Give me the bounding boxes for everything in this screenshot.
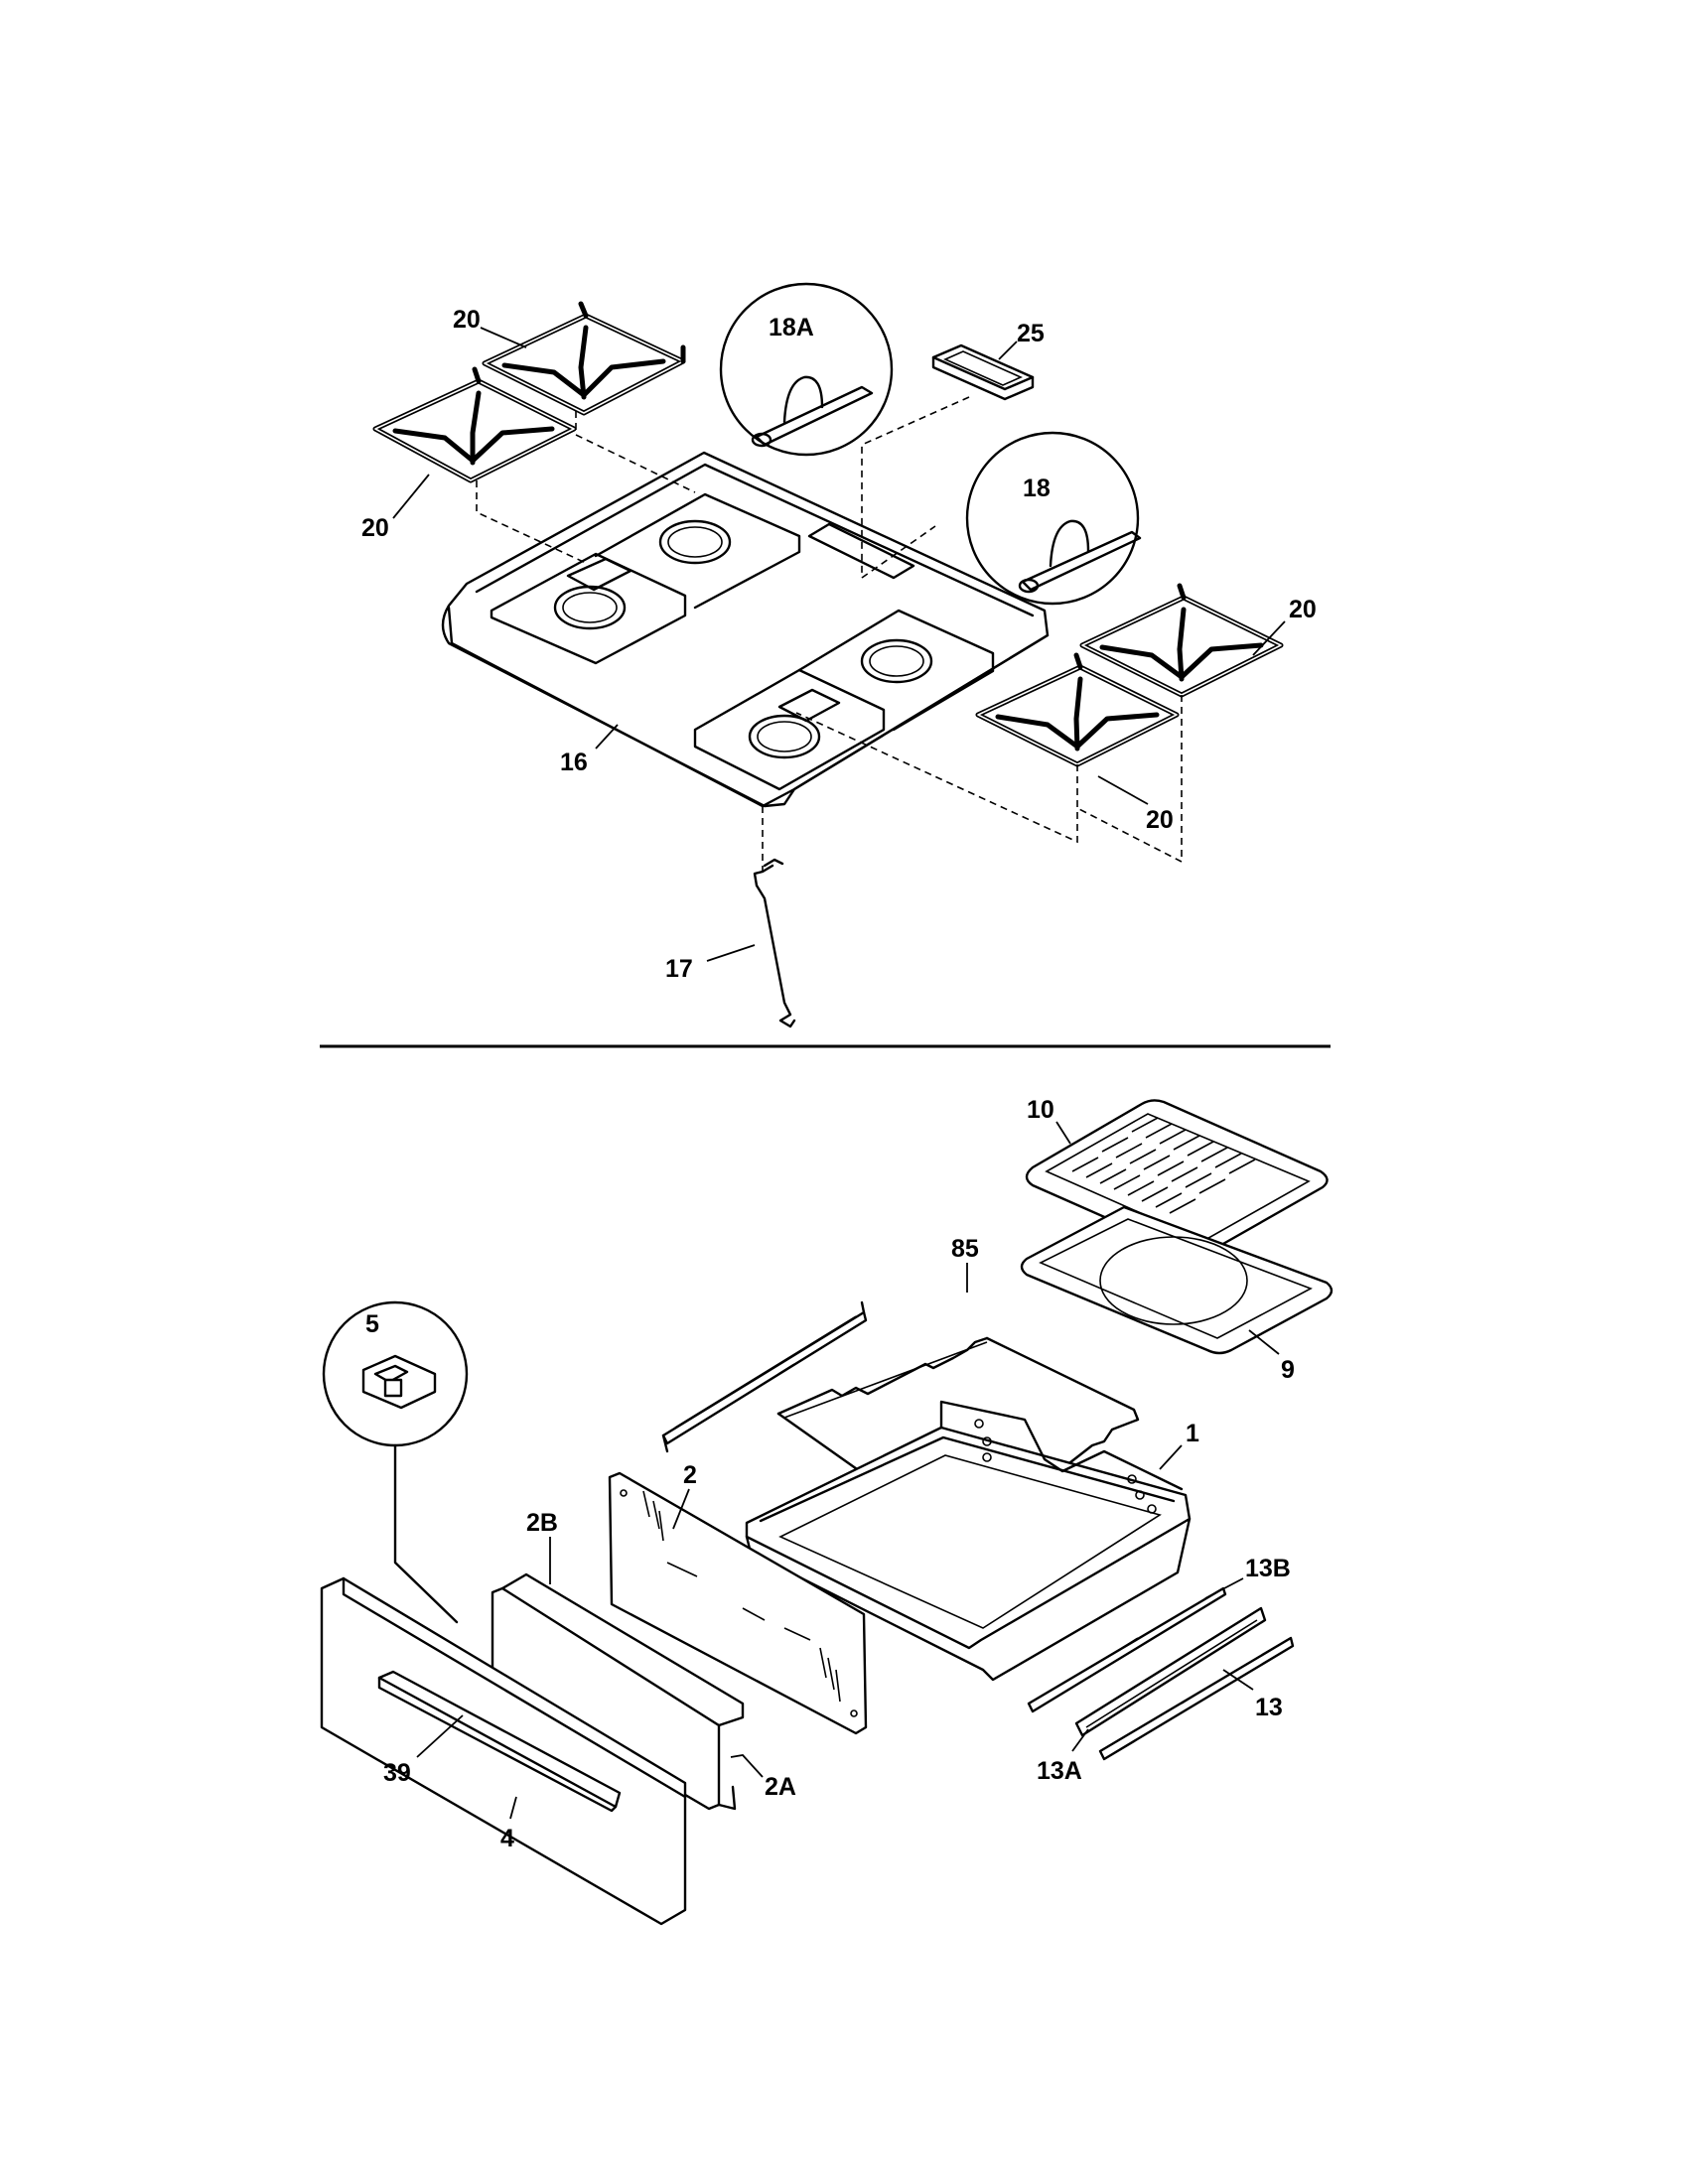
callouts-lower: 10 9 85 1 2 2B 2A 5 4 39 13B 13A 13 xyxy=(365,1096,1295,1852)
callout-85: 85 xyxy=(951,1235,979,1263)
callout-20-b: 20 xyxy=(361,514,389,542)
callout-20-a: 20 xyxy=(453,306,481,334)
broiler-pan-9 xyxy=(1020,1205,1333,1355)
detail-circle-18 xyxy=(965,431,1142,606)
drawer-slide-13b xyxy=(1027,1586,1227,1713)
drawer-front-4 xyxy=(320,1576,687,1926)
drawer-slide-upper-left xyxy=(661,1300,868,1453)
callout-20-d: 20 xyxy=(1146,806,1174,834)
callout-39: 39 xyxy=(383,1759,411,1787)
cooktop-top xyxy=(441,451,1050,808)
drawer-back-panel-2 xyxy=(608,1471,868,1735)
drawer-slide-13a xyxy=(1074,1606,1267,1737)
callout-13b: 13B xyxy=(1245,1555,1291,1582)
callout-13a: 13A xyxy=(1037,1757,1082,1785)
drawer-panel-2b xyxy=(491,1572,745,1811)
grate-right-front xyxy=(975,652,1180,767)
callout-25: 25 xyxy=(1017,320,1045,347)
grate-upper-left-back xyxy=(482,301,686,416)
callout-10: 10 xyxy=(1027,1096,1054,1124)
alignment-lines-upper xyxy=(476,396,1183,872)
oven-rod-17 xyxy=(753,858,796,1028)
vent-trim-25 xyxy=(931,343,1035,401)
callout-13: 13 xyxy=(1255,1694,1283,1721)
drawer-body-1 xyxy=(745,1400,1192,1682)
callout-17: 17 xyxy=(665,955,693,983)
callout-5: 5 xyxy=(365,1310,379,1338)
callout-18a: 18A xyxy=(769,314,814,341)
callout-4: 4 xyxy=(500,1825,514,1852)
detail-circle-18a xyxy=(719,282,894,457)
grate-upper-left-front xyxy=(372,366,577,483)
knob-detail-5 xyxy=(322,1300,469,1624)
callout-18: 18 xyxy=(1023,475,1051,502)
callouts-upper: 20 20 20 20 18A 18 25 16 17 xyxy=(361,306,1317,983)
grate-right-back xyxy=(1079,583,1284,698)
callout-1: 1 xyxy=(1186,1420,1199,1447)
callout-2b: 2B xyxy=(526,1509,558,1537)
callout-2: 2 xyxy=(683,1461,697,1489)
callout-2a: 2A xyxy=(765,1773,796,1801)
drawer-slide-13 xyxy=(1098,1636,1295,1761)
callout-9: 9 xyxy=(1281,1356,1295,1384)
callout-16: 16 xyxy=(560,749,588,776)
callout-20-c: 20 xyxy=(1289,596,1317,623)
